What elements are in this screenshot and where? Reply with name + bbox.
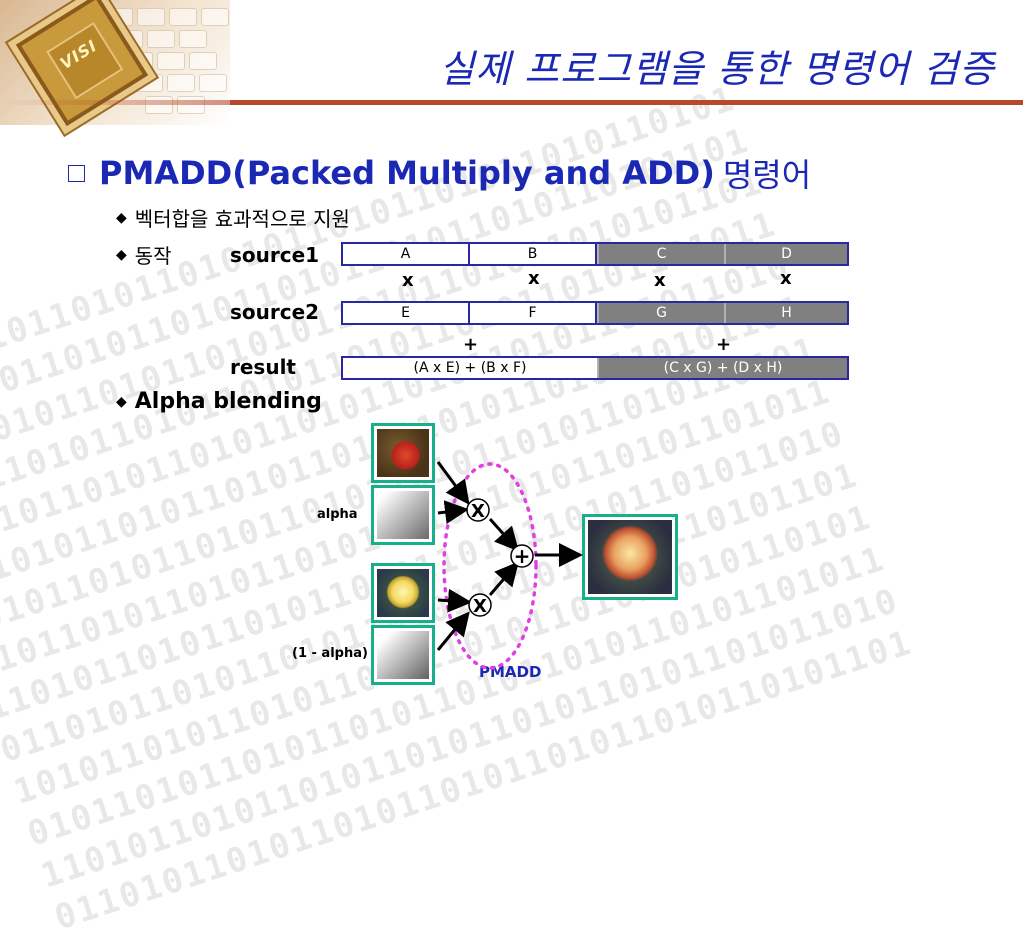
one-minus-alpha-label: (1 - alpha) <box>292 646 368 661</box>
result-label: result <box>230 355 296 379</box>
bullet-operation: ◆ 동작 <box>116 240 172 269</box>
source2-label: source2 <box>230 300 320 324</box>
title-rule <box>230 100 1023 105</box>
multiply-node-top-circle <box>466 498 490 522</box>
diamond-bullet-icon: ◆ <box>116 246 127 263</box>
square-bullet-icon <box>68 164 85 182</box>
bullet-vector-sum-text: 벡터합을 효과적으로 지원 <box>134 207 350 231</box>
apple-image <box>371 423 435 483</box>
multiply-sign: x <box>528 268 540 289</box>
arrow-mask-to-multiply <box>436 611 470 651</box>
multiply-node-bottom: X <box>473 596 487 617</box>
rose-image <box>371 563 435 623</box>
add-node: + <box>514 544 531 568</box>
arrow-alpha-to-multiply <box>437 500 469 525</box>
register-cell-b: B <box>470 244 597 264</box>
arrow-multiply-to-add-top <box>488 518 519 552</box>
register-cell-f: F <box>470 303 597 323</box>
multiply-sign: x <box>402 270 414 291</box>
multiply-node-bottom-circle <box>468 593 492 617</box>
bullet-vector-sum: ◆ 벡터합을 효과적으로 지원 <box>116 203 350 232</box>
blend-diagram: X X + <box>436 461 583 670</box>
inverse-alpha-mask-image <box>371 625 435 685</box>
plus-sign: + <box>716 334 732 355</box>
section-heading: PMADD(Packed Multiply and ADD) 명령어 <box>68 150 811 196</box>
multiply-sign: x <box>654 270 666 291</box>
multiply-sign: x <box>780 268 792 289</box>
plus-sign: + <box>463 334 479 355</box>
blended-result-image <box>582 514 678 600</box>
diamond-bullet-icon: ◆ <box>116 393 127 410</box>
source2-register: E F G H <box>341 301 849 325</box>
register-cell-a: A <box>343 244 470 264</box>
heading-main: PMADD(Packed Multiply and ADD) <box>99 154 715 192</box>
heading-suffix: 명령어 <box>722 156 812 194</box>
arrow-rose-to-multiply <box>437 588 472 613</box>
result-cell-low: (A x E) + (B x F) <box>343 358 597 378</box>
bullet-operation-text: 동작 <box>134 244 172 268</box>
alpha-mask-image <box>371 485 435 545</box>
register-cell-g: G <box>597 303 724 323</box>
register-cell-e: E <box>343 303 470 323</box>
arrow-apple-to-multiply <box>436 461 470 505</box>
diamond-bullet-icon: ◆ <box>116 209 127 226</box>
add-node-circle <box>510 544 534 568</box>
page-title: 실제 프로그램을 통한 명령어 검증 <box>439 47 995 91</box>
bullet-alpha-blending: ◆ Alpha blending <box>116 389 322 414</box>
title-rule-fade <box>0 100 230 105</box>
register-cell-c: C <box>597 244 724 264</box>
source1-register: A B C D <box>341 242 849 266</box>
alpha-label: alpha <box>317 507 358 522</box>
register-cell-d: D <box>724 244 847 264</box>
result-cell-high: (C x G) + (D x H) <box>597 358 847 378</box>
arrow-multiply-to-add-bottom <box>488 561 519 596</box>
source1-label: source1 <box>230 243 320 267</box>
bullet-alpha-blending-text: Alpha blending <box>134 389 322 414</box>
register-cell-h: H <box>724 303 847 323</box>
multiply-node-top: X <box>471 501 485 522</box>
pmadd-boundary <box>442 462 538 670</box>
result-register: (A x E) + (B x F) (C x G) + (D x H) <box>341 356 849 380</box>
